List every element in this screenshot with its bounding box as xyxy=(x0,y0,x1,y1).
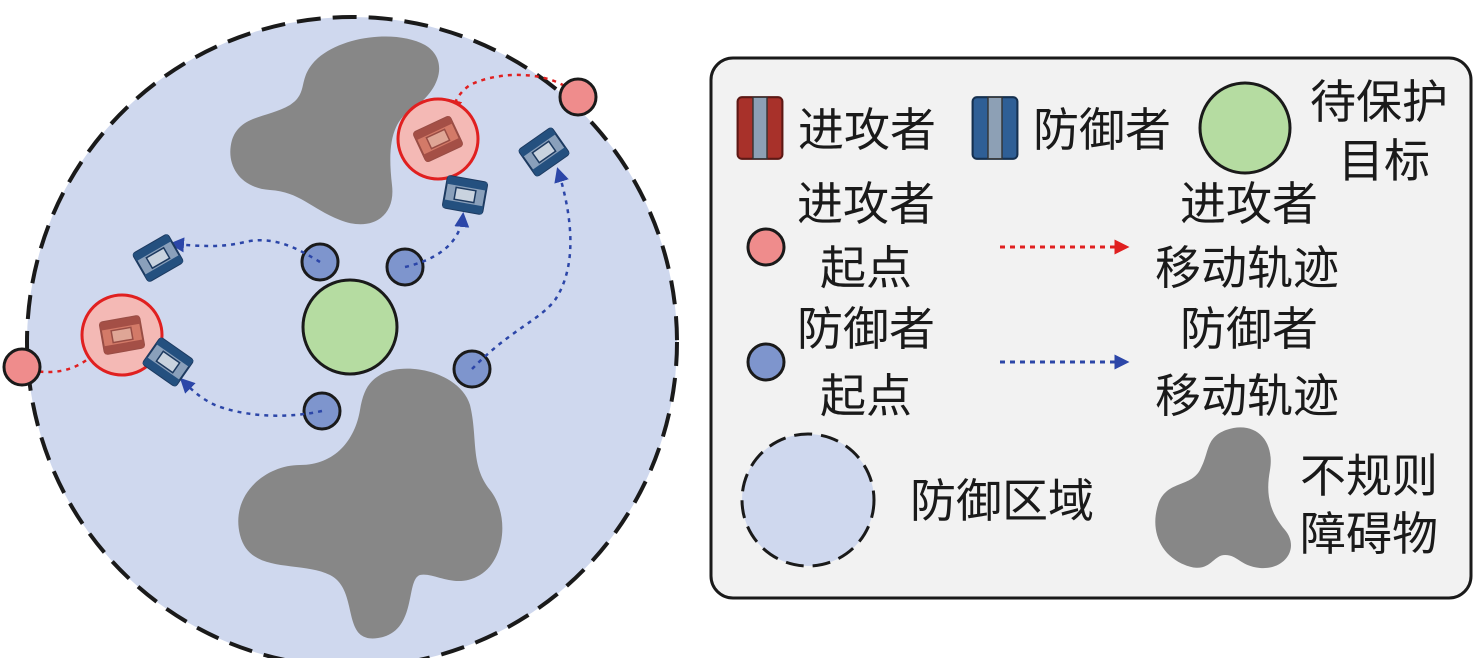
attacker-start-2 xyxy=(2,347,42,387)
attacker-start-1 xyxy=(558,77,598,117)
legend-obstacle-icon xyxy=(1155,427,1291,569)
obstacle-bottom xyxy=(238,368,503,639)
legend-defense-zone-label: 防御区域 xyxy=(910,474,1094,528)
legend-defender-start-icon xyxy=(746,342,786,382)
legend-target-label-1: 待保护 xyxy=(1310,75,1448,129)
legend-attacker-start-label-1: 进攻者 xyxy=(797,177,935,231)
legend-box xyxy=(709,56,1473,600)
legend-defender-start-label-1: 防御者 xyxy=(797,302,935,356)
legend-attacker-start-icon xyxy=(746,227,786,267)
legend-target-label-2: 目标 xyxy=(1338,134,1430,188)
legend-panel: 进攻者 防御者 待保护 目标 进攻者 起点 进攻者 移动轨迹 防御者 起点 防御… xyxy=(709,56,1473,600)
legend-target-icon xyxy=(1198,81,1292,175)
legend-attacker-start-label-2: 起点 xyxy=(820,241,912,295)
defender-path-1 xyxy=(169,237,321,264)
legend-attacker-icon xyxy=(736,96,784,160)
defender-path-3 xyxy=(471,167,572,370)
defender-path-2 xyxy=(404,212,470,269)
legend-defense-zone-icon xyxy=(740,432,876,568)
legend-attacker-path-label-2: 移动轨迹 xyxy=(1155,241,1339,295)
legend-defender-path-label-2: 移动轨迹 xyxy=(1155,369,1339,423)
legend-obstacle-label-1: 不规则 xyxy=(1300,449,1438,503)
legend-defender-label: 防御者 xyxy=(1033,103,1171,157)
legend-obstacle-label-2: 障碍物 xyxy=(1300,507,1438,561)
legend-defender-icon xyxy=(971,96,1019,160)
legend-attacker-label: 进攻者 xyxy=(798,103,936,157)
protected-target xyxy=(301,278,399,376)
legend-attacker-path-label-1: 进攻者 xyxy=(1180,177,1318,231)
attacker-path-1 xyxy=(447,73,579,115)
attacker-robot-2 xyxy=(98,314,146,356)
defender-path-4 xyxy=(179,377,323,417)
legend-defender-start-label-2: 起点 xyxy=(820,369,912,423)
obstacle-top xyxy=(230,36,440,225)
defender-robot-2 xyxy=(441,174,489,216)
legend-defender-path-label-1: 防御者 xyxy=(1180,302,1318,356)
scenario-panel xyxy=(2,15,679,658)
